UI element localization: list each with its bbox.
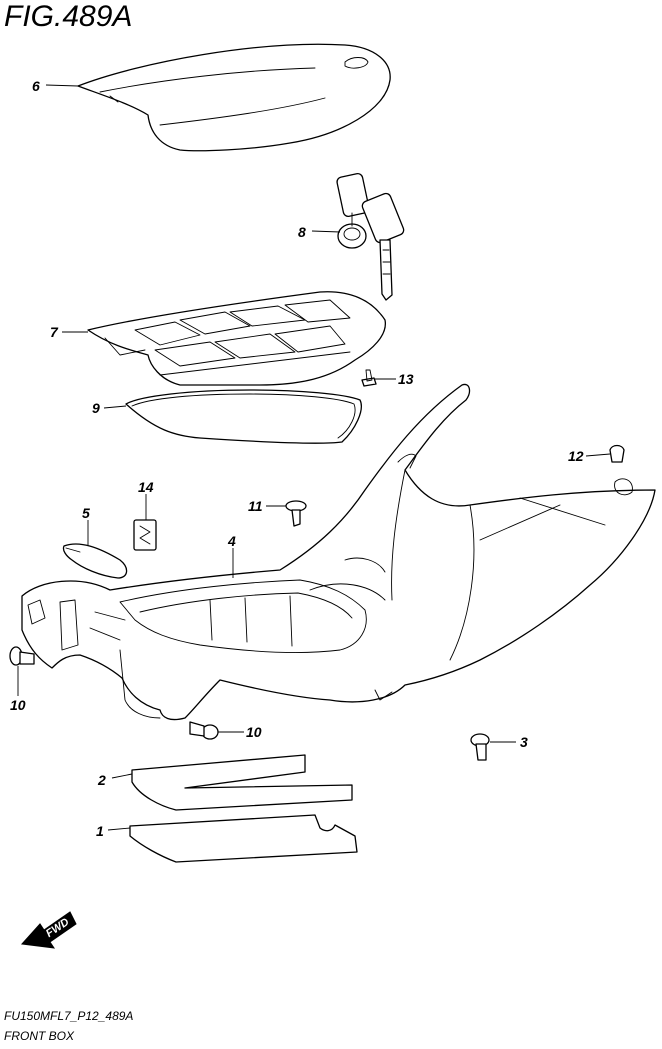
callout-14: 14 [138,479,154,495]
footer-section: FRONT BOX [4,1029,75,1043]
figure-title: FIG.489A [4,0,133,33]
callout-11: 11 [248,498,263,514]
part-8-key-set [336,173,405,301]
leader-lines [17,84,611,831]
part-1-mat [129,814,358,863]
part-6-lid [77,43,391,152]
callout-10-left: 10 [10,697,26,713]
part-13-screw [361,369,377,387]
part-9-gasket [125,389,362,444]
callout-9: 9 [92,400,100,416]
callout-13: 13 [398,371,414,387]
footer-code: FU150MFL7_P12_489A [4,1009,134,1023]
part-7-inner-frame [87,291,386,386]
fwd-arrow-icon: FWD [20,911,77,949]
part-14-emblem [133,519,157,551]
part-2-pad [131,754,353,811]
callout-3: 3 [520,734,528,750]
part-10-bolt-left [9,646,35,666]
callout-4: 4 [228,533,236,549]
part-11-screw [285,500,307,527]
callout-1: 1 [96,823,104,839]
part-5-clip [62,543,128,579]
part-4-front-box [21,383,656,721]
callout-12: 12 [568,448,584,464]
callout-8: 8 [298,224,306,240]
callout-10-bottom: 10 [246,724,262,740]
callout-2: 2 [98,772,106,788]
part-3-bolt [470,733,490,761]
part-10-bolt-bottom [189,721,219,740]
callout-7: 7 [50,324,58,340]
callout-5: 5 [82,505,90,521]
callout-6: 6 [32,78,40,94]
part-12-grommet [609,444,625,463]
